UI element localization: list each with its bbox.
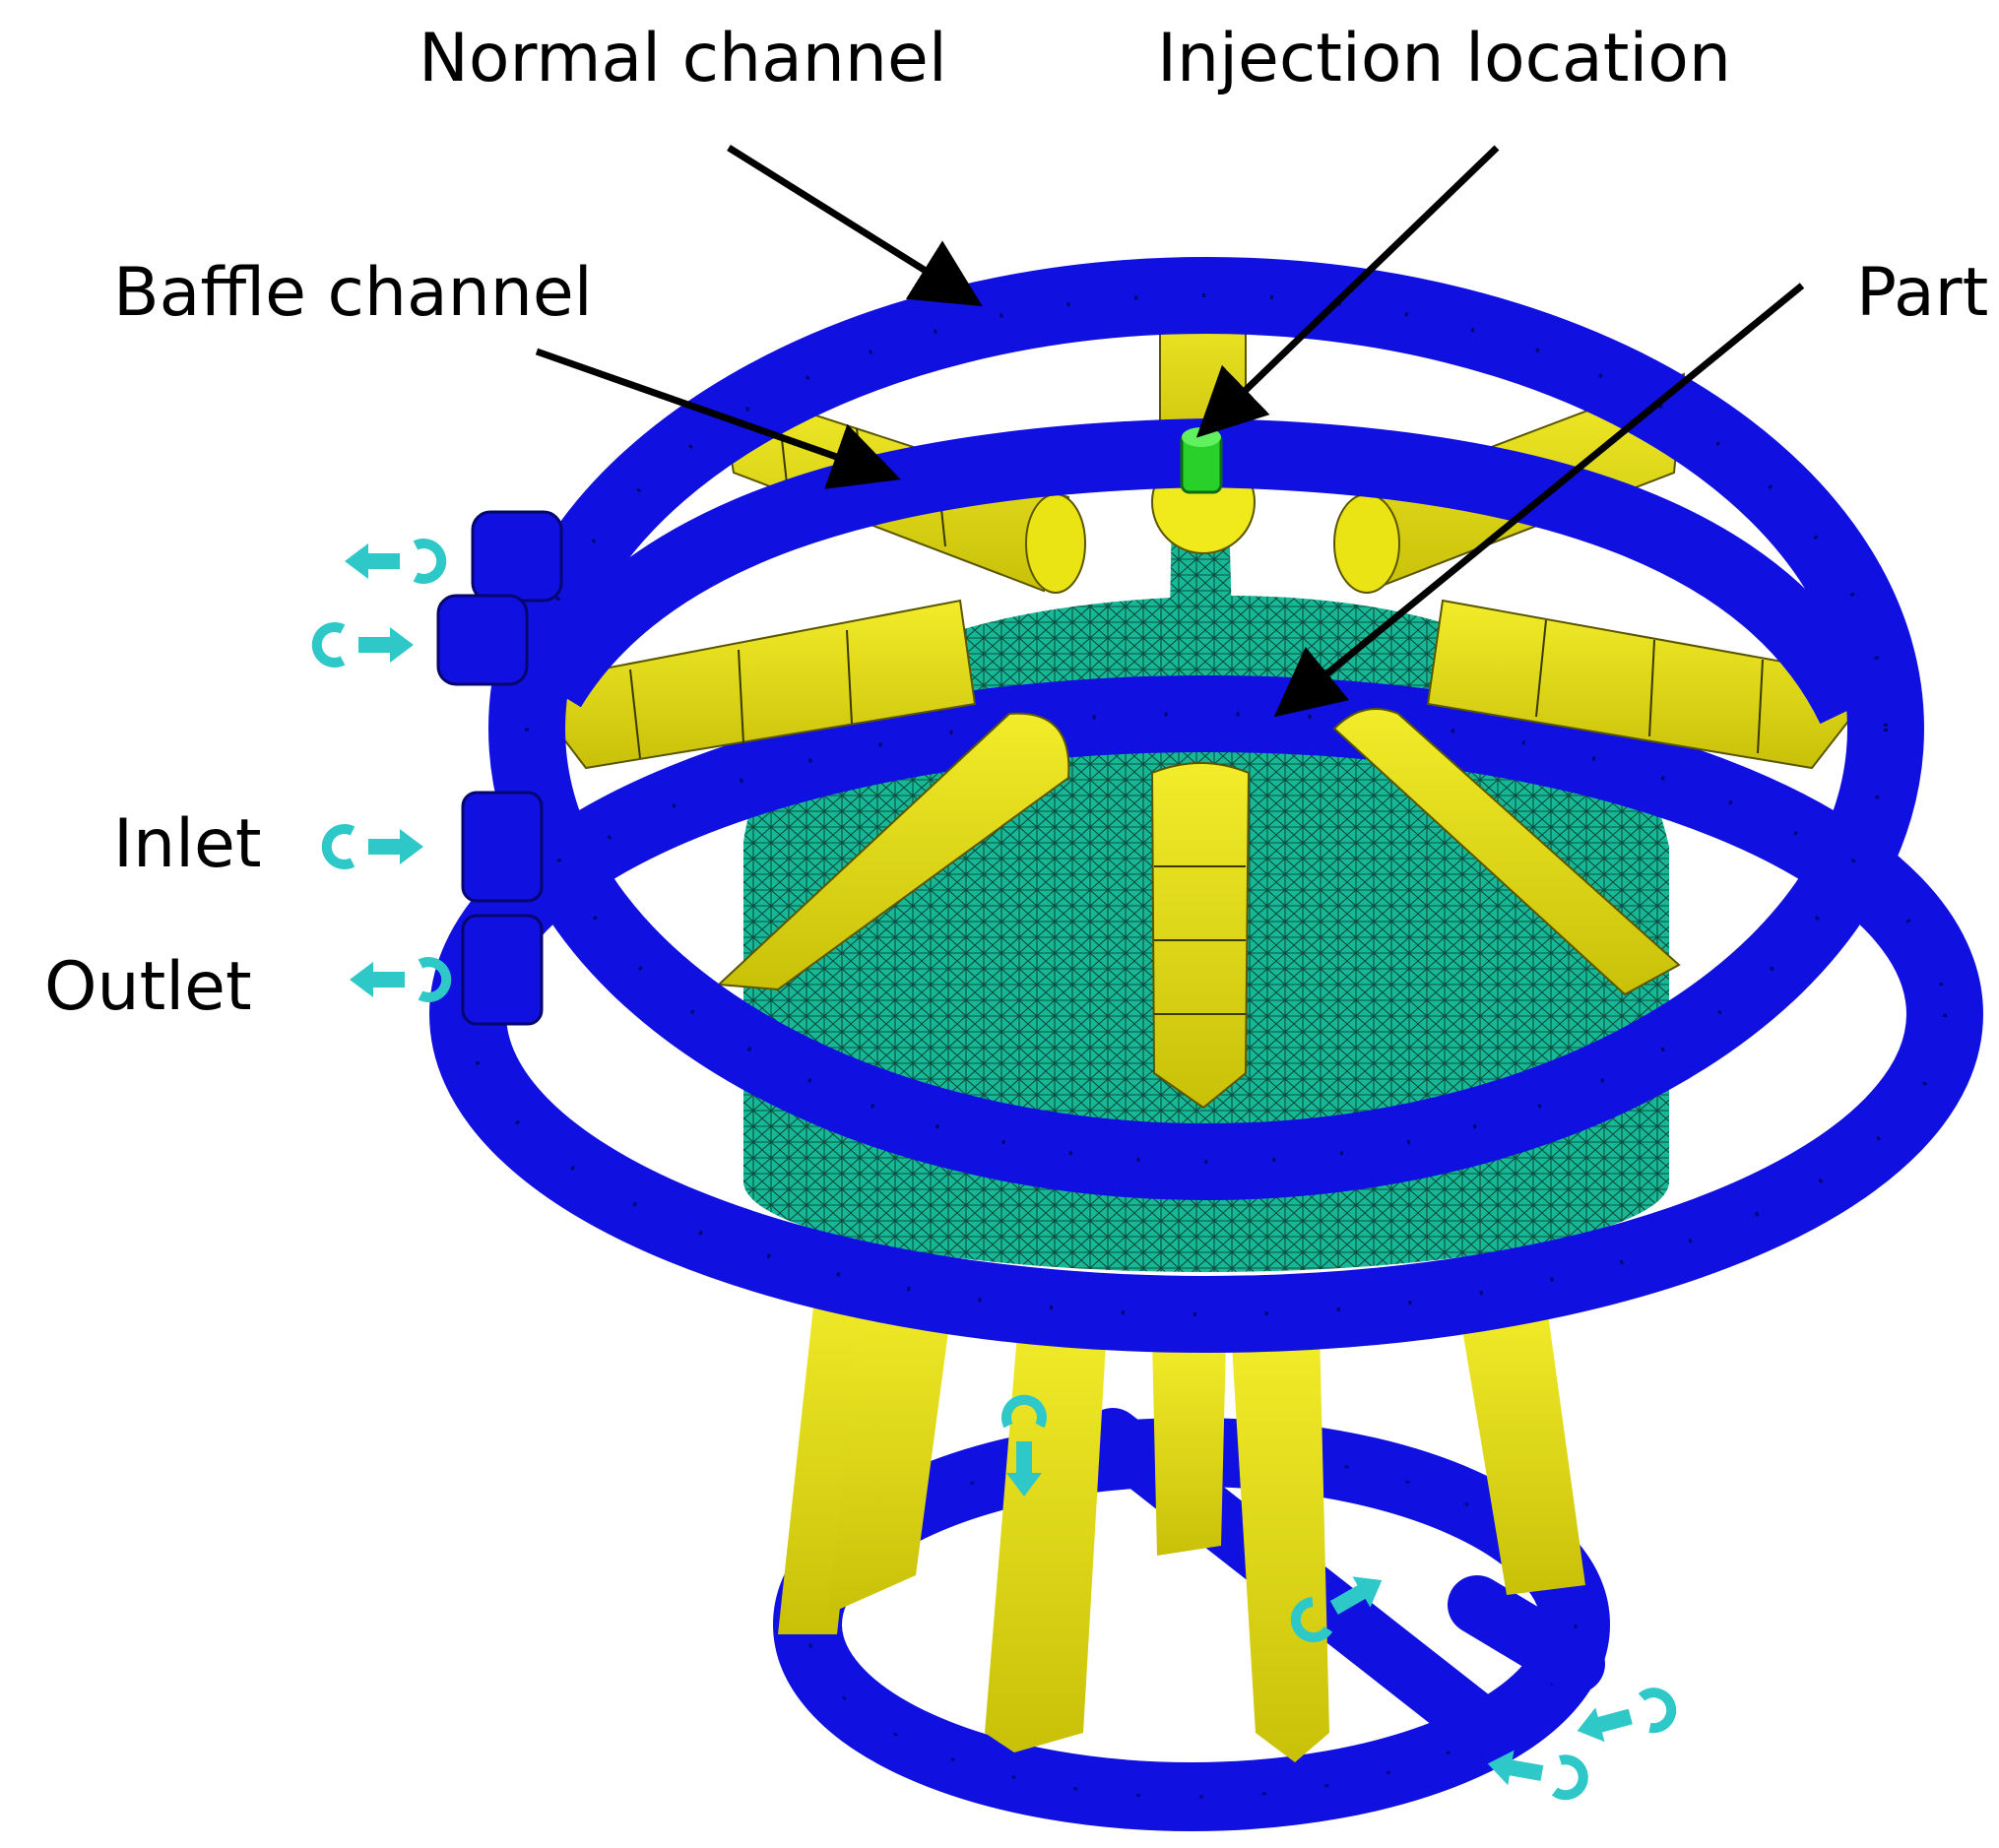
label-part: Part — [1856, 254, 1988, 332]
cyan-arrow-cup-icon — [1573, 1689, 1675, 1748]
label-normal-channel: Normal channel — [419, 20, 947, 97]
cyan-arrow-cup-icon — [317, 627, 414, 663]
cyan-arrow-cup-icon — [345, 543, 441, 579]
label-injection-location: Injection location — [1157, 20, 1731, 97]
arrow-normal-channel — [727, 145, 983, 307]
injection-gate — [1180, 427, 1223, 494]
baffle-channel-front-center — [1150, 762, 1251, 1110]
label-inlet: Inlet — [113, 805, 262, 883]
channel-stubs-left — [436, 510, 563, 1026]
label-baffle-channel: Baffle channel — [113, 254, 593, 332]
baffle-channel-right — [1426, 599, 1883, 770]
lower-baffle-legs — [778, 1270, 1585, 1762]
arrow-injection-location — [1195, 145, 1500, 438]
arrow-part — [1273, 283, 1805, 718]
normal-channel-upper-ring — [488, 257, 1924, 1200]
label-outlet: Outlet — [44, 948, 252, 1026]
baffle-channel-front-right — [1332, 708, 1681, 996]
cyan-arrow-cup-icon — [327, 829, 423, 864]
arrow-baffle-channel — [535, 348, 901, 489]
leader-arrows — [535, 145, 1805, 718]
baffle-channel-front-left — [716, 712, 1070, 991]
